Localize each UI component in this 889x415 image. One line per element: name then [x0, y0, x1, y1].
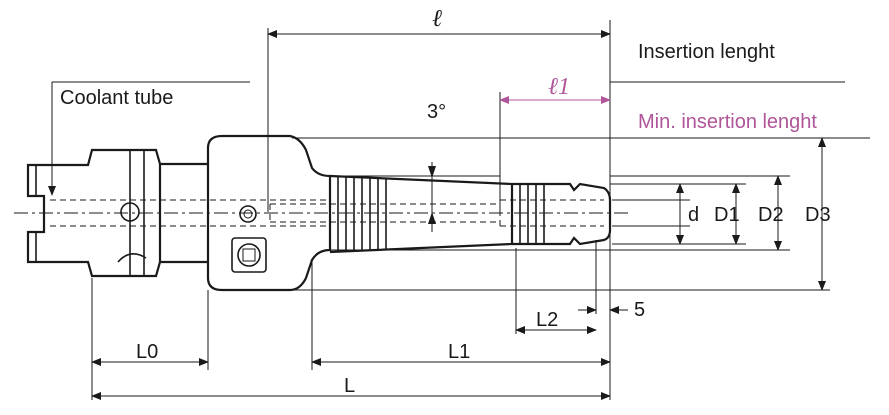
collet-grooves — [519, 184, 545, 244]
label-L1: L1 — [448, 341, 470, 363]
label-insertion-length: Insertion lenght — [638, 41, 775, 63]
label-angle: 3° — [427, 101, 446, 123]
angle-arrow-top — [428, 166, 436, 178]
coolant-leader-arrow — [48, 186, 56, 196]
tool-body — [14, 81, 630, 292]
label-L2: L2 — [536, 309, 558, 331]
collet-tip — [512, 182, 612, 246]
shank-outline — [26, 148, 162, 278]
label-D2: D2 — [758, 204, 784, 226]
set-screw-inner — [243, 209, 253, 219]
label-d: d — [688, 204, 699, 226]
label-l: ℓ — [432, 6, 442, 32]
label-l1: ℓ1 — [548, 74, 570, 100]
set-screw — [239, 205, 257, 223]
coolant-port-hex — [242, 248, 256, 262]
label-D3: D3 — [805, 204, 831, 226]
taper-grooves — [337, 176, 387, 252]
label-D1: D1 — [714, 204, 740, 226]
taper-nose — [329, 174, 514, 254]
coolant-port — [237, 243, 261, 267]
label-min-insertion-length: Min. insertion lenght — [638, 111, 817, 133]
flange-hole — [120, 202, 140, 222]
dimension-lines — [91, 30, 826, 400]
label-L: L — [344, 375, 355, 397]
coolant-port-frame — [231, 237, 267, 273]
label-L0: L0 — [136, 341, 158, 363]
label-5: 5 — [634, 299, 645, 321]
inner-bore — [50, 199, 604, 227]
angle-arrow-bottom — [428, 212, 436, 224]
flange-notch — [117, 253, 147, 263]
labels: ℓ Insertion lenght Coolant tube ℓ1 3° Mi… — [60, 6, 831, 397]
label-coolant-tube: Coolant tube — [60, 87, 173, 109]
